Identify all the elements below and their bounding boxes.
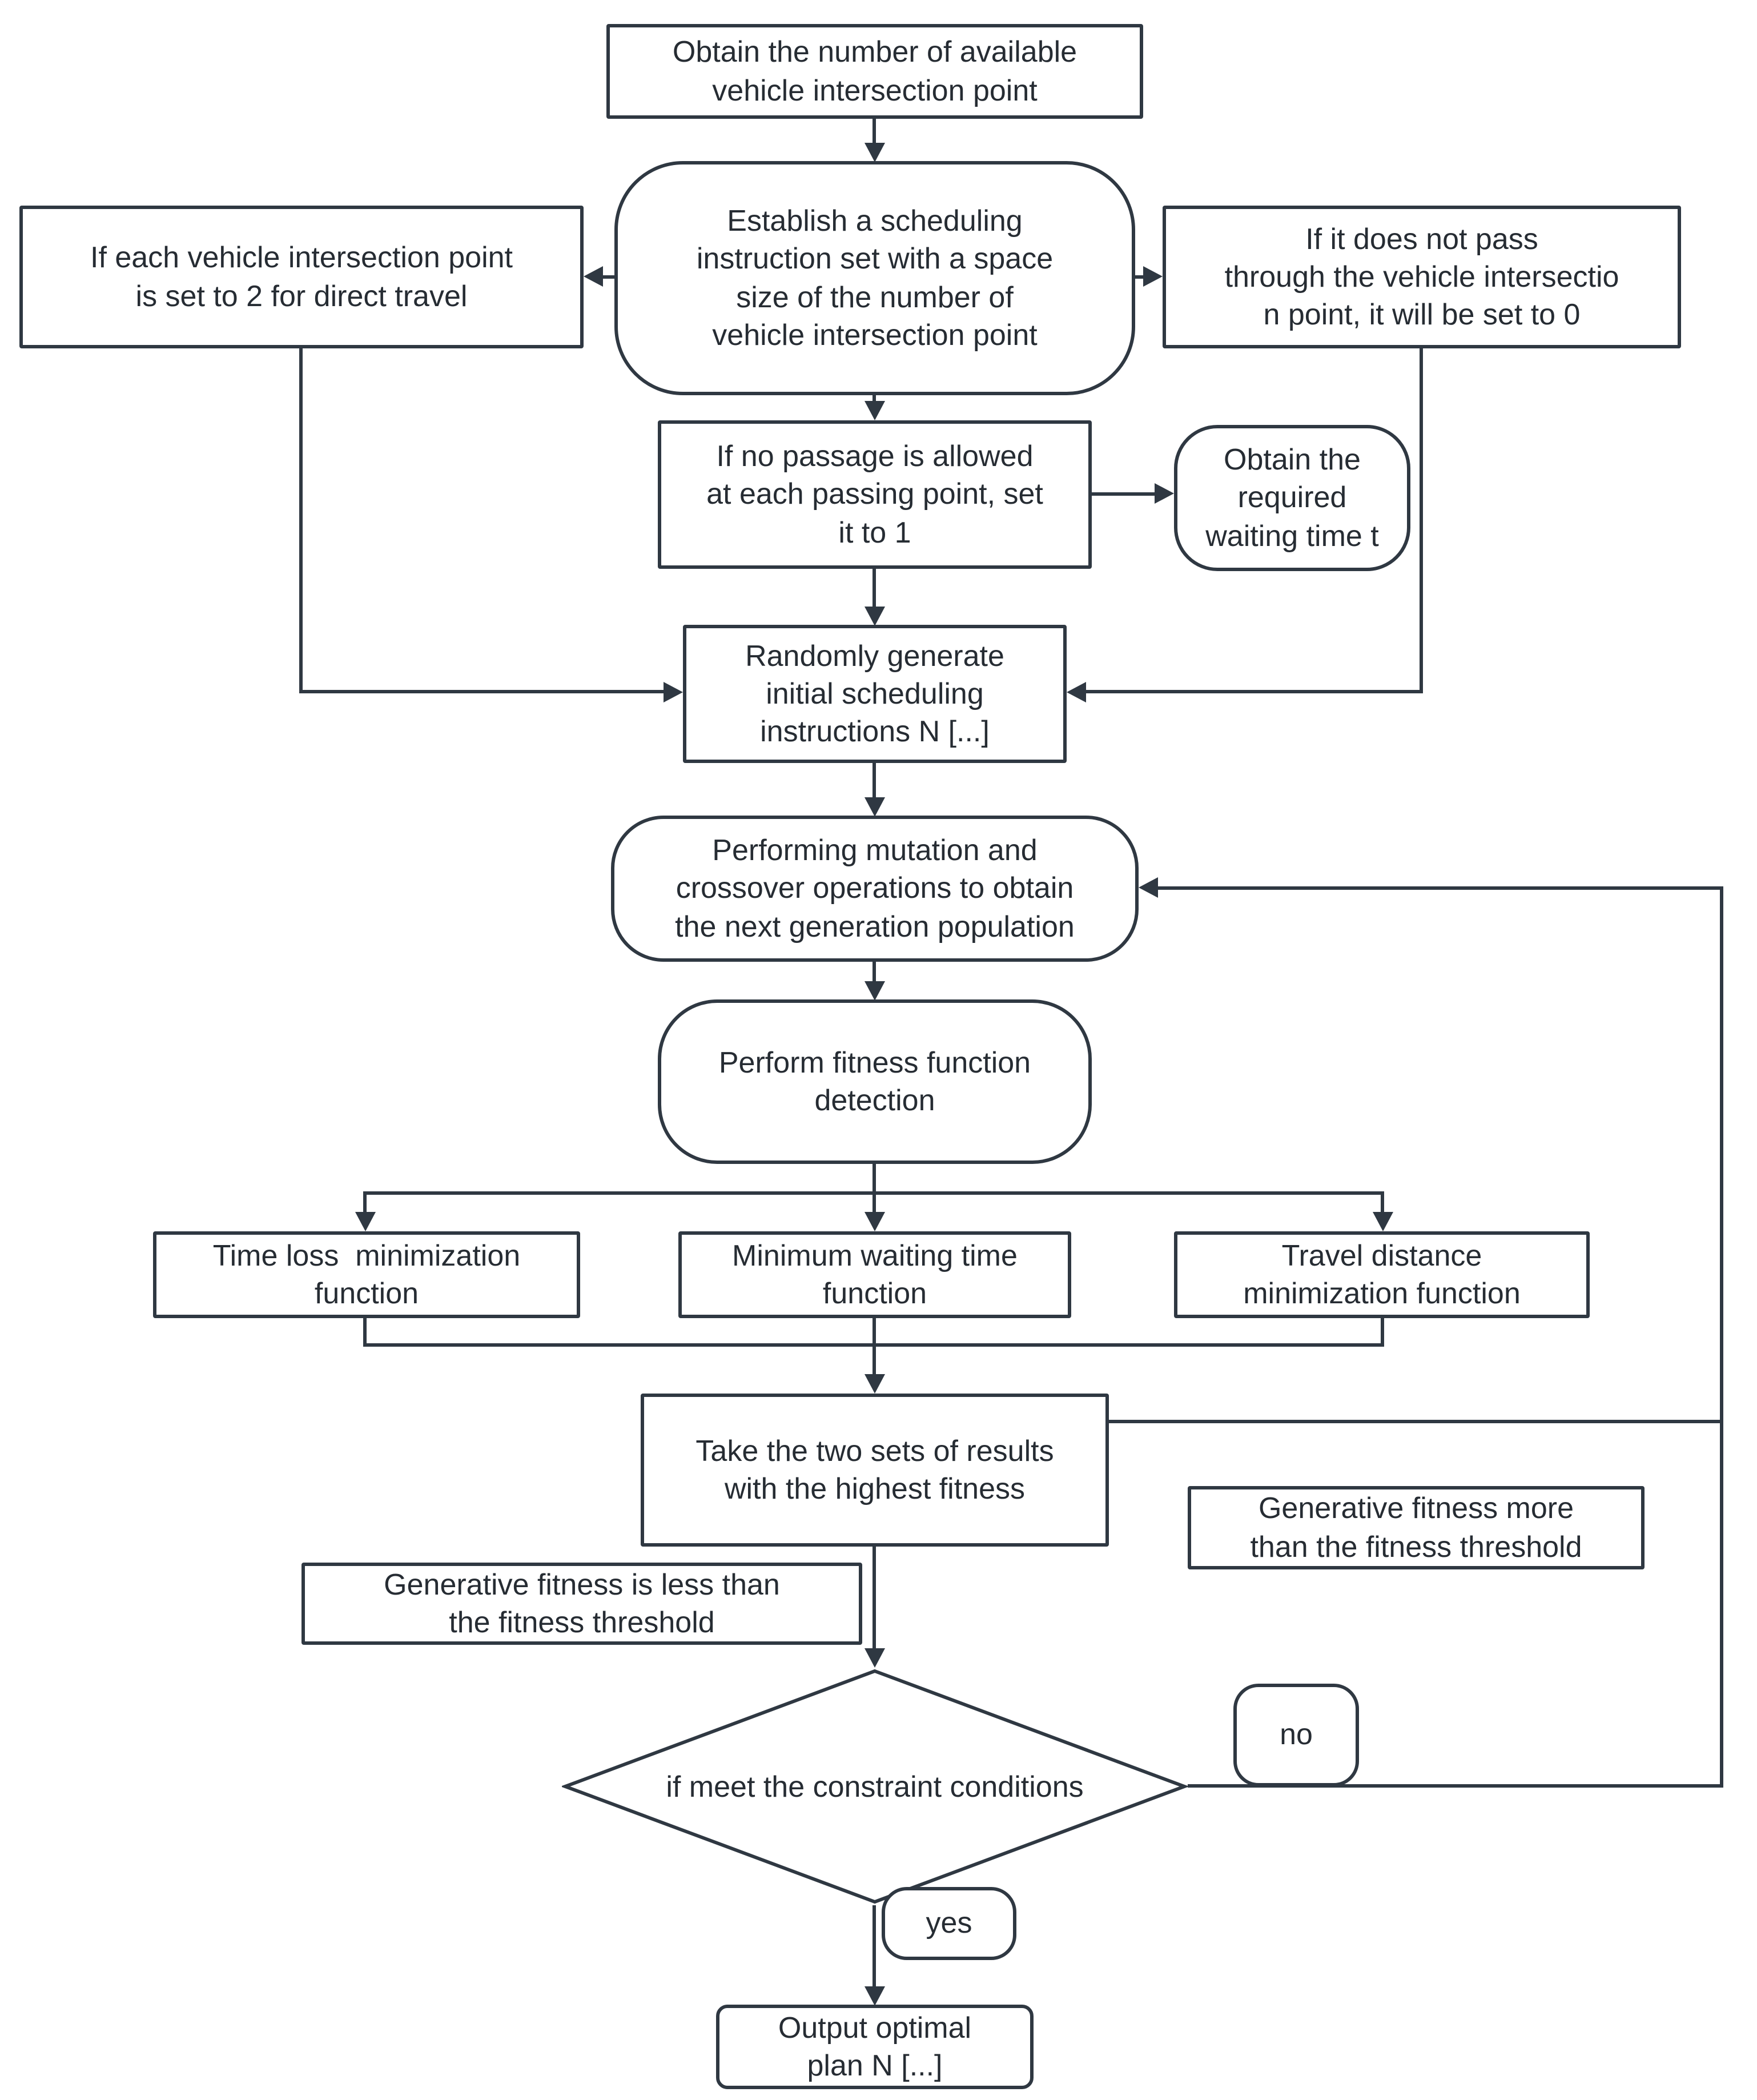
node-direct-travel-set-2: If each vehicle intersection point is se… bbox=[19, 206, 584, 348]
connector-bus-to-take-two bbox=[873, 1343, 876, 1376]
node-obtain-intersection-count: Obtain the number of available vehicle i… bbox=[606, 24, 1143, 119]
arrowhead-into-waiting bbox=[1155, 483, 1174, 504]
arrowhead-into-travel-dist bbox=[1373, 1212, 1393, 1231]
connector-yes-branch bbox=[873, 1905, 876, 1989]
connector-travel-dist-down bbox=[1381, 1318, 1384, 1347]
arrowhead-into-random-right bbox=[1067, 682, 1086, 702]
arrowhead-into-mutation bbox=[865, 797, 885, 817]
arrowhead-feedback-into-mutation bbox=[1139, 877, 1158, 898]
connector-fitness-down bbox=[873, 1164, 876, 1194]
connector-not-pass-down bbox=[1420, 348, 1423, 693]
arrowhead-into-take-two bbox=[865, 1374, 885, 1394]
connector-not-pass-left bbox=[1085, 690, 1423, 693]
connector-random-to-mutation bbox=[873, 763, 876, 800]
branch-label-yes: yes bbox=[882, 1887, 1016, 1960]
decision-label: if meet the constraint conditions bbox=[666, 1769, 1084, 1803]
connector-obtain-to-establish bbox=[873, 119, 876, 145]
node-time-loss-function: Time loss minimization function bbox=[153, 1231, 580, 1318]
connector-no-branch bbox=[1188, 1784, 1723, 1788]
arrowhead-into-random-top bbox=[865, 607, 885, 626]
connector-take-two-to-feedback bbox=[1109, 1420, 1723, 1423]
arrowhead-into-random-left bbox=[664, 682, 683, 702]
arrowhead-into-establish bbox=[865, 143, 885, 162]
connector-take-two-to-decision bbox=[873, 1547, 876, 1652]
arrowhead-into-output bbox=[865, 1986, 885, 2006]
connector-direct-travel-right bbox=[299, 690, 667, 693]
label-fitness-more-than-threshold: Generative fitness more than the fitness… bbox=[1188, 1486, 1645, 1569]
node-obtain-waiting-time: Obtain the required waiting time t bbox=[1174, 425, 1410, 571]
connector-feedback-top bbox=[1157, 886, 1723, 890]
arrowhead-into-time-loss bbox=[355, 1212, 376, 1231]
arrowhead-into-not-pass bbox=[1143, 266, 1163, 287]
arrowhead-into-direct-travel bbox=[584, 266, 603, 287]
node-no-passage-set-1: If no passage is allowed at each passing… bbox=[658, 420, 1092, 569]
connector-feedback-vertical bbox=[1720, 886, 1723, 1788]
diamond-shape-icon bbox=[562, 1669, 1188, 1904]
connector-no-passage-to-random bbox=[873, 569, 876, 609]
connector-establish-to-direct-travel bbox=[602, 275, 614, 279]
connector-min-wait-down bbox=[873, 1318, 876, 1347]
connector-bus-to-travel-dist bbox=[1381, 1191, 1384, 1215]
connector-direct-travel-down bbox=[299, 348, 303, 693]
node-take-two-highest-fitness: Take the two sets of results with the hi… bbox=[641, 1394, 1109, 1547]
connector-mutation-to-fitness bbox=[873, 962, 876, 983]
node-not-pass-set-0: If it does not pass through the vehicle … bbox=[1163, 206, 1681, 348]
arrowhead-into-no-passage bbox=[865, 401, 885, 420]
arrowhead-into-decision bbox=[865, 1648, 885, 1668]
node-min-waiting-function: Minimum waiting time function bbox=[678, 1231, 1071, 1318]
connector-establish-to-no-passage bbox=[873, 395, 876, 404]
label-fitness-less-than-threshold: Generative fitness is less than the fitn… bbox=[301, 1563, 862, 1645]
node-establish-instruction-set: Establish a scheduling instruction set w… bbox=[614, 161, 1135, 395]
node-random-generate-instructions: Randomly generate initial scheduling ins… bbox=[683, 625, 1067, 763]
connector-no-passage-to-waiting bbox=[1092, 492, 1158, 496]
branch-label-no: no bbox=[1233, 1684, 1359, 1786]
connector-establish-to-not-pass bbox=[1135, 275, 1147, 279]
connector-bus-to-min-wait bbox=[873, 1191, 876, 1215]
node-travel-distance-function: Travel distance minimization function bbox=[1174, 1231, 1590, 1318]
connector-time-loss-down bbox=[363, 1318, 367, 1347]
node-fitness-detection: Perform fitness function detection bbox=[658, 999, 1092, 1164]
node-output-optimal-plan: Output optimal plan N [...] bbox=[716, 2005, 1034, 2089]
arrowhead-into-min-wait bbox=[865, 1212, 885, 1231]
decision-constraint-diamond: if meet the constraint conditions bbox=[562, 1668, 1188, 1905]
arrowhead-into-fitness bbox=[865, 981, 885, 1001]
connector-bus-to-time-loss bbox=[363, 1191, 367, 1215]
node-mutation-crossover: Performing mutation and crossover operat… bbox=[611, 816, 1139, 962]
